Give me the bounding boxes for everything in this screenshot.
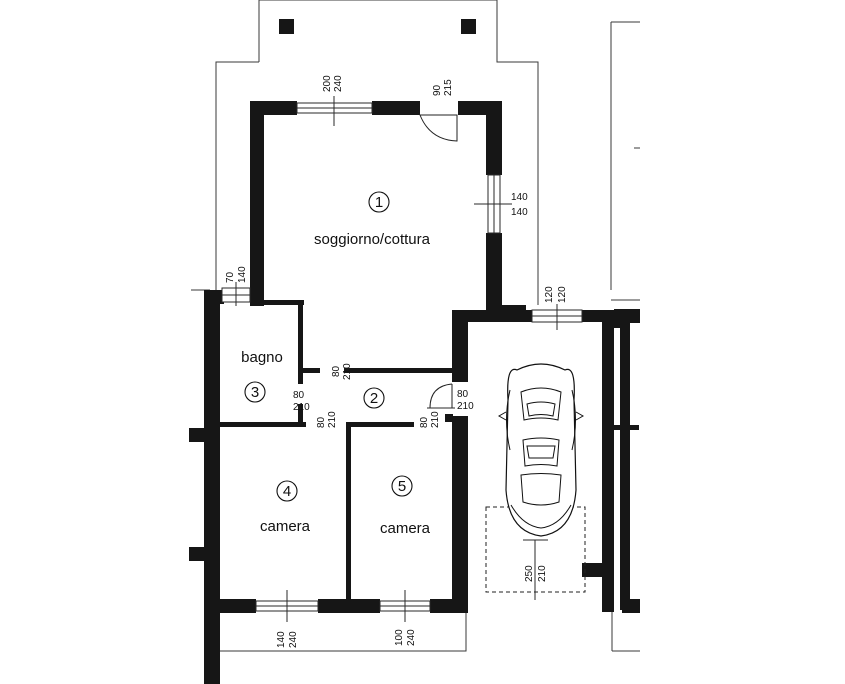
dim-living-right-window-width: 140 xyxy=(511,192,528,203)
dim-door-bagno-width: 80 xyxy=(293,390,305,401)
dim-living-top-window-width: 200 xyxy=(322,75,333,92)
dim-camera4-window-width: 140 xyxy=(276,631,287,648)
room-1-number: 1 xyxy=(375,194,383,211)
dim-camera5-window-width: 100 xyxy=(394,629,405,646)
room-5-number: 5 xyxy=(398,478,406,495)
dim-bagno-window-height: 140 xyxy=(237,266,248,283)
dim-door-garage-height: 210 xyxy=(457,401,474,412)
site-outlines xyxy=(191,0,640,652)
dim-living-door-width: 90 xyxy=(432,84,443,96)
dim-door-camera5-width: 80 xyxy=(419,416,430,428)
windows xyxy=(221,96,583,622)
room-2-number: 2 xyxy=(370,390,378,407)
room-1-name: soggiorno/cottura xyxy=(314,231,431,248)
dim-door-bagno-height: 210 xyxy=(293,402,310,413)
dim-door-hall-top-width: 80 xyxy=(331,365,342,377)
dimension-labels: 200 240 90 215 140 140 70 140 120 120 80… xyxy=(225,75,568,648)
dim-garage-window-height: 120 xyxy=(557,286,568,303)
walls xyxy=(189,101,640,684)
room-3-name: bagno xyxy=(241,349,283,366)
room-5-name: camera xyxy=(380,520,431,537)
dim-living-top-window-height: 240 xyxy=(333,75,344,92)
dim-bagno-window-width: 70 xyxy=(225,271,236,283)
room-3-number: 3 xyxy=(251,384,259,401)
doors xyxy=(419,114,458,422)
dim-door-camera5-height: 210 xyxy=(430,411,441,428)
dim-garage-window-width: 120 xyxy=(544,286,555,303)
dim-door-camera4-height: 210 xyxy=(327,411,338,428)
room-5-marker: 5 xyxy=(391,475,413,497)
dim-camera4-window-height: 240 xyxy=(288,631,299,648)
room-4-marker: 4 xyxy=(276,480,298,502)
room-1-marker: 1 xyxy=(368,191,390,213)
dim-door-camera4-width: 80 xyxy=(316,416,327,428)
room-4-name: camera xyxy=(260,518,311,535)
dim-door-garage-width: 80 xyxy=(457,389,469,400)
car-icon xyxy=(497,363,585,537)
room-4-number: 4 xyxy=(283,483,291,500)
dim-door-hall-top-height: 210 xyxy=(342,363,353,380)
dim-living-right-window-height: 140 xyxy=(511,207,528,218)
room-3-marker: 3 xyxy=(244,381,266,403)
dim-parking-length: 250 xyxy=(524,565,535,582)
room-2-marker: 2 xyxy=(363,387,385,409)
dim-camera5-window-height: 240 xyxy=(406,629,417,646)
dim-living-door-height: 215 xyxy=(443,79,454,96)
pillar-right xyxy=(461,19,476,34)
pillar-left xyxy=(279,19,294,34)
dim-parking-width: 210 xyxy=(537,565,548,582)
